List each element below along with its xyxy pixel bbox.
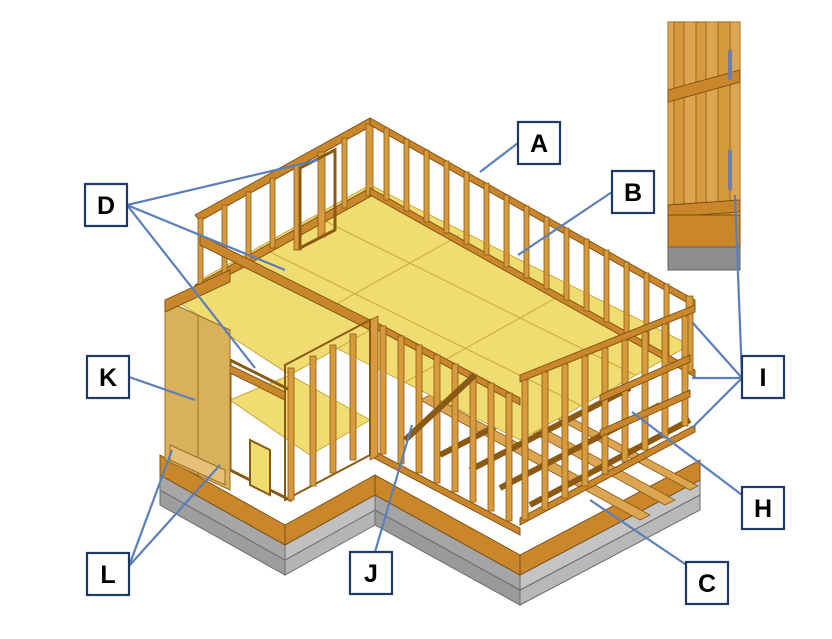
rear-right-wall — [369, 117, 696, 378]
sheathed-wall — [164, 269, 231, 491]
leader-lines — [126, 142, 744, 567]
svg-text:B: B — [624, 179, 642, 207]
callout-h: H — [740, 485, 786, 531]
sill-plate-band — [159, 454, 701, 576]
svg-text:I: I — [760, 364, 767, 392]
front-right-wall — [519, 304, 696, 526]
callout-l: L — [85, 551, 131, 597]
svg-text:J: J — [364, 560, 378, 588]
callout-i: I — [740, 354, 786, 400]
callout-c: C — [684, 560, 730, 606]
callout-j: J — [348, 550, 394, 596]
inset-detail — [667, 21, 741, 271]
interior-partition — [199, 234, 379, 461]
svg-text:H: H — [754, 495, 772, 523]
front-left-room — [228, 318, 371, 503]
svg-text:A: A — [530, 130, 548, 158]
concrete-foundation — [159, 474, 701, 606]
callout-a: A — [516, 120, 562, 166]
svg-text:K: K — [99, 364, 117, 392]
callout-k: K — [85, 354, 131, 400]
svg-text:C: C — [698, 570, 716, 598]
callout-d: D — [83, 182, 129, 228]
svg-text:L: L — [100, 561, 115, 589]
svg-text:D: D — [97, 192, 115, 220]
callout-b: B — [610, 169, 656, 215]
